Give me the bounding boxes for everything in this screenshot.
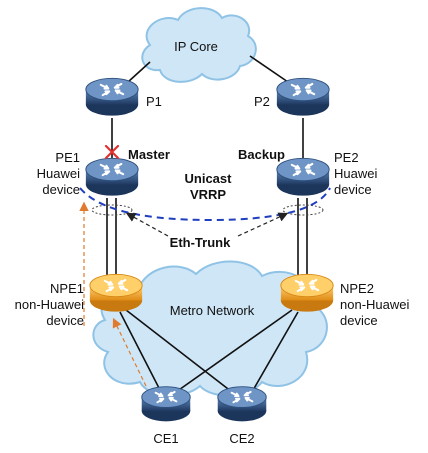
link-p2-ipcore	[249, 55, 289, 83]
svg-text:device: device	[42, 182, 80, 197]
router-ce1-icon	[140, 385, 192, 423]
master-label: Master	[128, 147, 170, 162]
link-npe2-ce1	[175, 309, 293, 393]
router-npe1-label: NPE1 non-Huawei device	[15, 281, 84, 328]
router-p1-icon	[84, 77, 140, 117]
svg-text:NPE1: NPE1	[50, 281, 84, 296]
svg-text:device: device	[46, 313, 84, 328]
router-p2-label: P2	[254, 94, 270, 109]
fault-x-icon	[104, 144, 120, 160]
vrrp-label-line2: VRRP	[190, 187, 226, 202]
svg-text:Huawei: Huawei	[334, 166, 377, 181]
eth-trunk-arrow-left	[125, 212, 169, 237]
backup-label: Backup	[238, 147, 285, 162]
router-pe1-label: PE1 Huawei device	[37, 150, 80, 197]
svg-text:device: device	[340, 313, 378, 328]
router-pe1-icon	[84, 157, 140, 197]
router-npe1-icon	[88, 273, 144, 313]
router-ce1-label: CE1	[153, 431, 178, 446]
eth-trunk-ellipse-left	[91, 204, 133, 216]
router-p1-label: P1	[146, 94, 162, 109]
eth-trunk-arrow-right	[237, 212, 289, 237]
router-ce2-icon	[216, 385, 268, 423]
svg-text:non-Huawei: non-Huawei	[340, 297, 409, 312]
router-npe2-label: NPE2 non-Huawei device	[340, 281, 409, 328]
router-pe2-label: PE2 Huawei device	[334, 150, 377, 197]
svg-text:PE1: PE1	[55, 150, 80, 165]
metro-network-label: Metro Network	[170, 303, 255, 318]
router-p2-icon	[275, 77, 331, 117]
svg-text:device: device	[334, 182, 372, 197]
router-pe2-icon	[275, 157, 331, 197]
ip-core-cloud-icon	[141, 7, 257, 83]
svg-text:Huawei: Huawei	[37, 166, 80, 181]
svg-text:non-Huawei: non-Huawei	[15, 297, 84, 312]
ip-core-label: IP Core	[174, 39, 218, 54]
link-p1-ipcore	[127, 61, 151, 83]
router-npe2-icon	[279, 273, 335, 313]
svg-text:PE2: PE2	[334, 150, 359, 165]
link-npe2-ce2	[251, 311, 299, 393]
traffic-arrow-ce1-npe1	[112, 317, 147, 387]
eth-trunk-label: Eth-Trunk	[170, 235, 231, 250]
svg-text:NPE2: NPE2	[340, 281, 374, 296]
router-ce2-label: CE2	[229, 431, 254, 446]
vrrp-dashed-curve	[79, 187, 331, 222]
link-npe1-ce1	[119, 311, 161, 391]
vrrp-label-line1: Unicast	[185, 171, 233, 186]
eth-trunk-ellipse-right	[282, 204, 324, 216]
link-npe1-ce2	[125, 309, 233, 393]
